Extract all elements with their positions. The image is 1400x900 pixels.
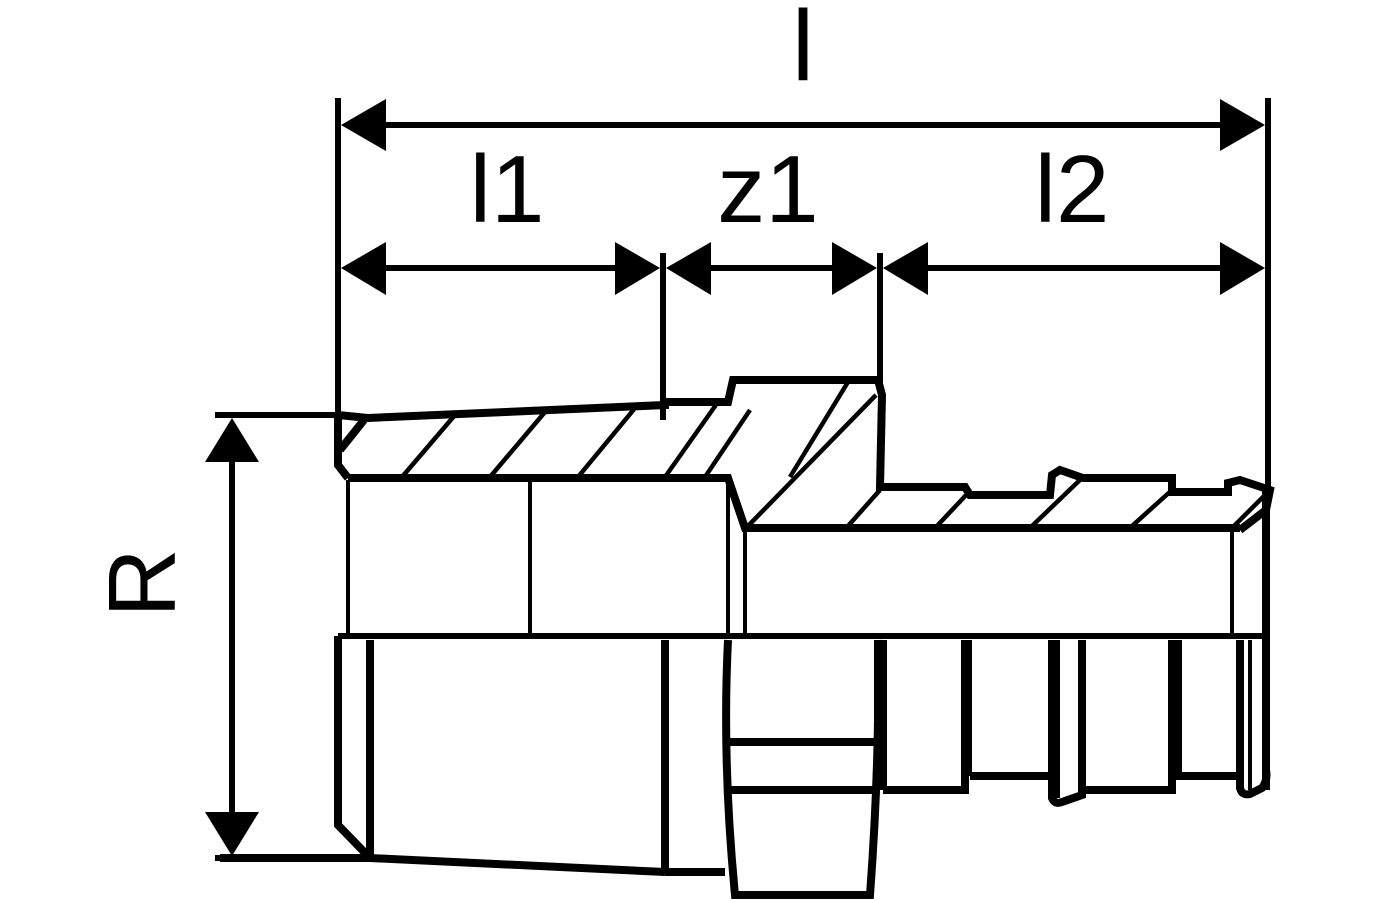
fitting-section-upper: [334, 376, 1275, 790]
fitting-exterior-lower: [220, 636, 1271, 899]
dimension-label-z1: z1: [717, 136, 818, 243]
dimension-label-l2: l2: [1035, 136, 1110, 243]
dimension-line-l: [341, 99, 1265, 151]
dimension-label-r: R: [89, 548, 196, 617]
dimension-line-l1-z1-l2: [341, 242, 1265, 295]
dimension-line-r: [205, 418, 259, 856]
section-hatching: [400, 380, 1268, 530]
dimension-label-l: l: [792, 0, 814, 102]
dimension-label-l1: l1: [470, 136, 545, 243]
